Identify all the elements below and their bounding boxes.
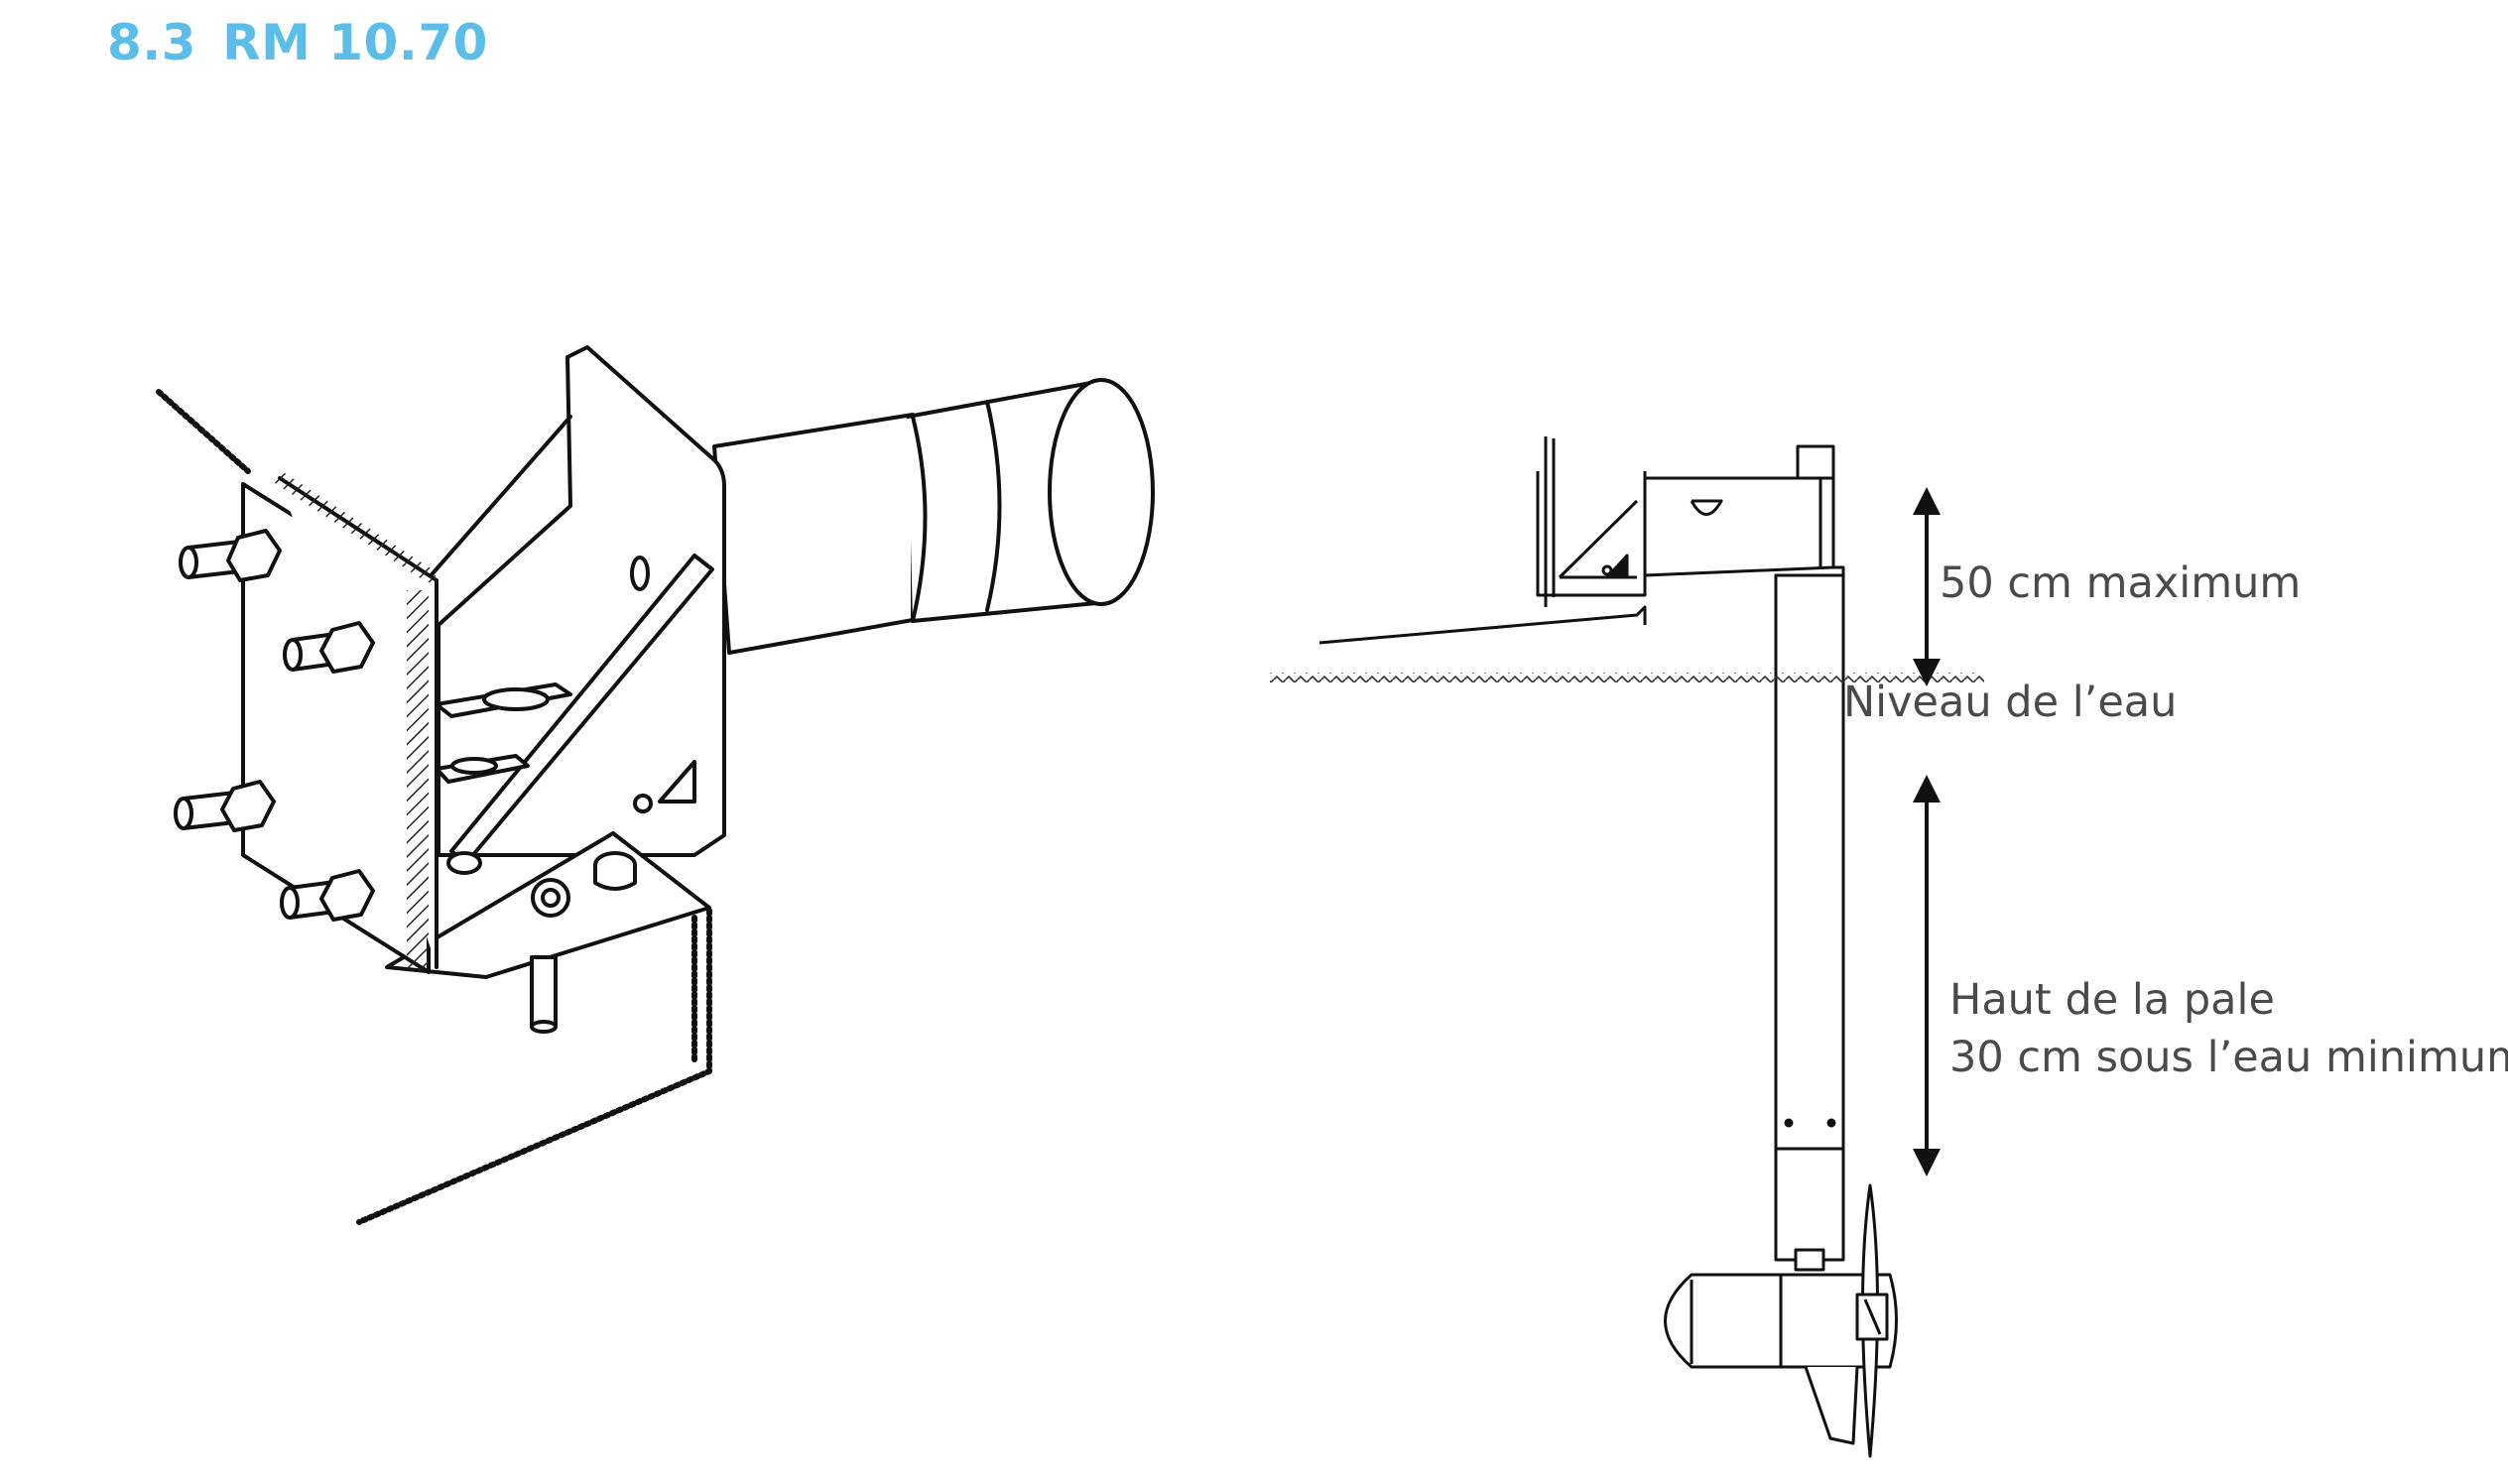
bolt-underside: [530, 955, 558, 1034]
propeller: [1855, 1183, 1889, 1458]
bolt: [174, 780, 276, 832]
label-blade-top-line2: 30 cm sous l’eau minimum: [1949, 1033, 2508, 1082]
bolt: [283, 621, 375, 674]
motor-tube: [712, 378, 1155, 655]
side-mounting-plate: [241, 471, 439, 974]
bolt: [179, 529, 282, 582]
boat-deck-line: [1318, 605, 1647, 645]
motor-shaft: [1774, 573, 1845, 1262]
motor-head: [1643, 444, 1845, 585]
hull-edge-outline: [156, 389, 712, 1225]
label-water-level: Niveau de l’eau: [1843, 678, 2177, 727]
bolt: [280, 869, 375, 922]
bolts: [174, 529, 558, 1034]
bottom-flange: [385, 831, 711, 979]
section-title: RM 10.70: [222, 14, 488, 71]
page-title: 8.3 RM 10.70: [107, 14, 488, 71]
water-level-line: [1270, 673, 1984, 682]
lower-unit: [1664, 1248, 1898, 1445]
section-number: 8.3: [107, 14, 197, 71]
slotted-tongues: [435, 682, 572, 784]
transom-bracket: [1536, 436, 1647, 607]
side-view-drawing: [1270, 436, 1984, 1458]
label-blade-top-line1: Haut de la pale: [1949, 975, 2275, 1025]
label-max-height: 50 cm maximum: [1940, 558, 2301, 608]
bracket-isometric-drawing: [156, 345, 1155, 1225]
